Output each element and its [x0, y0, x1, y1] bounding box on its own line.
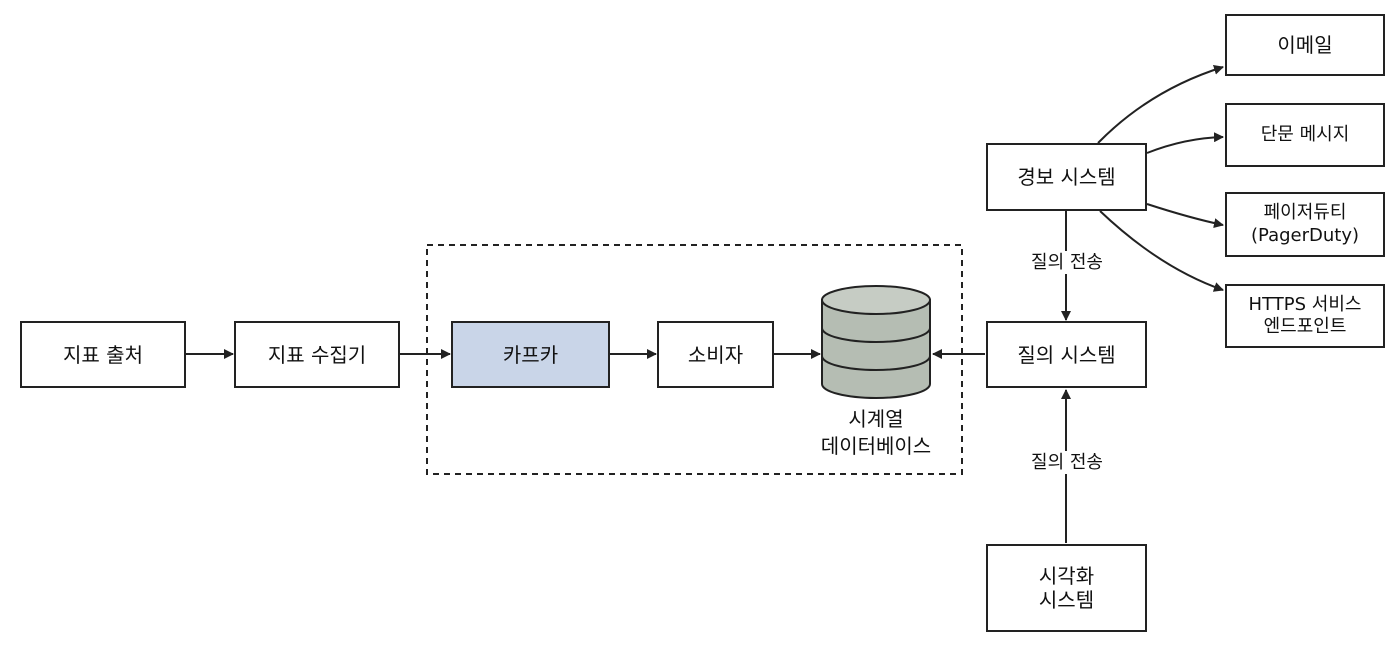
- https-label-line1: HTTPS 서비스: [1248, 293, 1362, 315]
- consumer-label: 소비자: [687, 342, 744, 367]
- tsdb-label: 시계열 데이터베이스: [806, 406, 946, 460]
- tsdb-label-line2: 데이터베이스: [820, 434, 932, 458]
- visualization-label-line2: 시스템: [1038, 588, 1095, 612]
- email-label: 이메일: [1277, 33, 1333, 57]
- sms-node: 단문 메시지: [1225, 103, 1385, 167]
- metric-collector-label: 지표 수집기: [267, 342, 367, 367]
- tsdb-label-line1: 시계열: [848, 407, 904, 431]
- pagerduty-node: 페이저듀티 (PagerDuty): [1225, 192, 1385, 257]
- visualization-system-node: 시각화 시스템: [986, 544, 1147, 632]
- sms-label: 단문 메시지: [1260, 123, 1350, 145]
- pagerduty-label-line2: (PagerDuty): [1251, 224, 1359, 246]
- query-system-node: 질의 시스템: [986, 321, 1147, 388]
- database-icon: [821, 285, 931, 399]
- consumer-node: 소비자: [657, 321, 774, 388]
- metric-source-node: 지표 출처: [20, 321, 186, 388]
- edge-label-visualization-to-query: 질의 전송: [1011, 451, 1123, 475]
- alert-system-label: 경보 시스템: [1017, 165, 1116, 189]
- metric-source-label: 지표 출처: [63, 342, 143, 367]
- kafka-node: 카프카: [451, 321, 610, 388]
- visualization-label-line1: 시각화: [1038, 564, 1095, 588]
- https-endpoint-node: HTTPS 서비스 엔드포인트: [1225, 284, 1385, 348]
- https-label-line2: 엔드포인트: [1263, 316, 1347, 337]
- query-system-label: 질의 시스템: [1017, 342, 1116, 367]
- alert-system-node: 경보 시스템: [986, 143, 1147, 211]
- arrow-alert-to-email: [1097, 64, 1224, 144]
- arrow-alert-to-https: [1099, 210, 1224, 292]
- pipeline-group-border: [426, 244, 963, 475]
- pagerduty-label-line1: 페이저듀티: [1263, 202, 1347, 223]
- edge-label-alert-to-query: 질의 전송: [1011, 251, 1123, 275]
- arrow-alert-to-pagerduty: [1146, 203, 1224, 229]
- email-node: 이메일: [1225, 14, 1385, 76]
- arrow-alert-to-sms: [1146, 132, 1224, 154]
- metric-collector-node: 지표 수집기: [234, 321, 400, 388]
- kafka-label: 카프카: [502, 342, 559, 367]
